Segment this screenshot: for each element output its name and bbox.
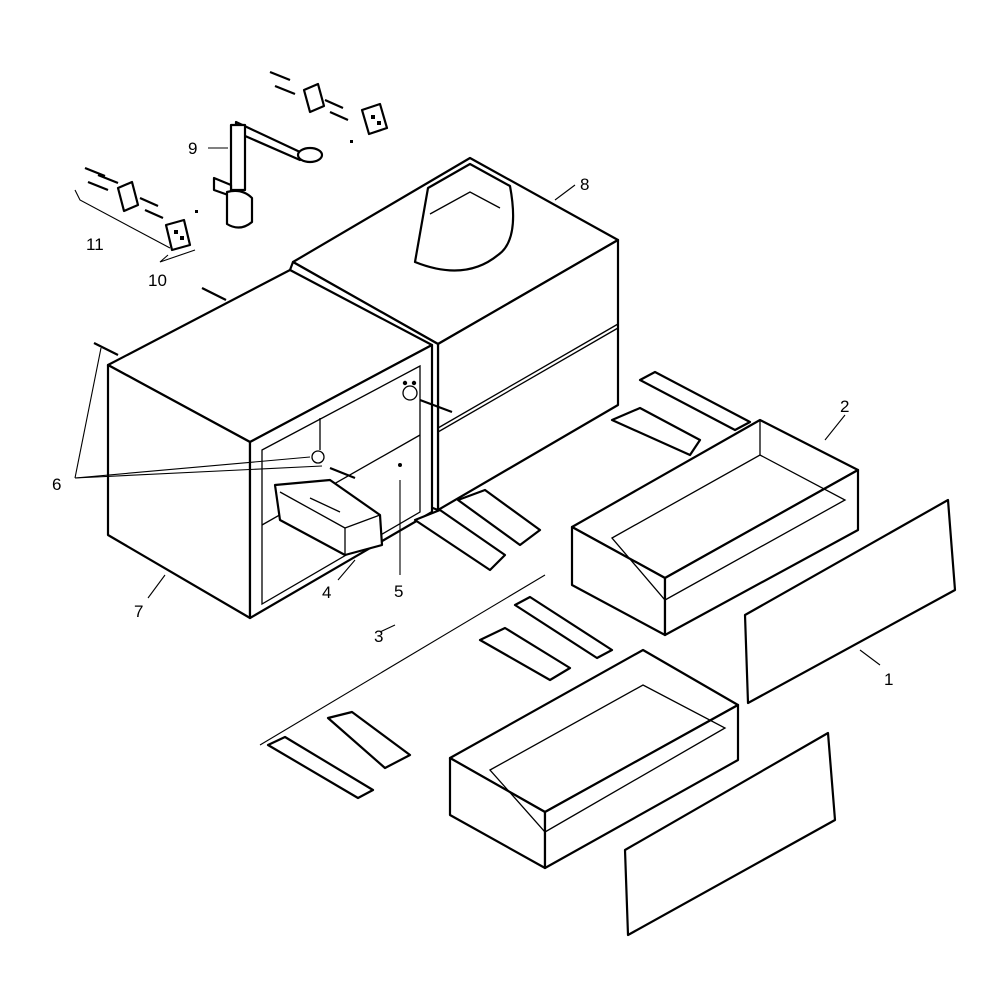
part-9-siphon: [212, 120, 324, 229]
callout-8: 8: [580, 175, 589, 194]
part-7-left-carcass: [106, 268, 434, 620]
callout-6: 6: [52, 475, 61, 494]
upper-runner-set: [413, 370, 752, 572]
callout-11: 11: [86, 235, 104, 254]
callout-1: 1: [884, 670, 893, 689]
part-11-mounting-kit: [84, 70, 353, 220]
part-8-right-carcass: [288, 156, 620, 512]
leader-lines: [74, 147, 881, 746]
callout-9: 9: [188, 139, 197, 158]
callout-4: 4: [322, 583, 331, 602]
lower-drawer-box: [448, 648, 740, 870]
callout-labels: 1 2 3 4 5 6 7 8 9 10 11: [52, 139, 893, 689]
callout-7: 7: [134, 602, 143, 621]
part-10-brackets: [164, 102, 389, 252]
part-4-tray: [273, 478, 384, 557]
part-6-dowels: [93, 287, 227, 356]
callout-5: 5: [394, 582, 403, 601]
part-5-connector: [329, 380, 453, 480]
callout-3: 3: [374, 627, 383, 646]
part-3-lower-runner-set: [266, 595, 614, 800]
callout-2: 2: [840, 397, 849, 416]
callout-10: 10: [148, 271, 167, 290]
part-2-upper-drawer: [570, 418, 860, 637]
part-1-upper-drawer-front: [743, 498, 957, 705]
lower-drawer-front: [623, 731, 837, 937]
